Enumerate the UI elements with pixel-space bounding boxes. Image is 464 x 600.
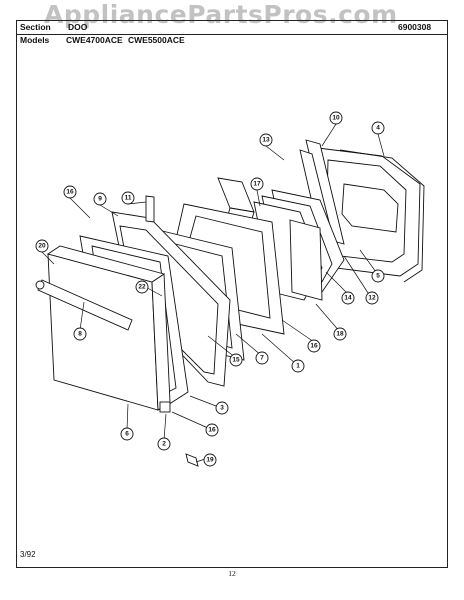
part-hinge-bracket: [145, 195, 155, 223]
svg-text:12: 12: [368, 295, 376, 302]
svg-text:16: 16: [310, 343, 318, 350]
svg-text:8: 8: [78, 331, 82, 338]
part-door-handle: [35, 279, 133, 331]
section-value: DOO: [68, 22, 88, 32]
part-door-hardware: [159, 401, 199, 467]
model-2: CWE5500ACE: [128, 35, 185, 45]
leader-lines: [41, 123, 385, 463]
svg-text:3: 3: [220, 405, 224, 412]
callout-5: 5: [371, 269, 385, 283]
svg-text:14: 14: [344, 295, 352, 302]
callout-17: 17: [250, 177, 264, 191]
svg-text:4: 4: [376, 125, 380, 132]
header-rule: [16, 34, 448, 35]
callout-18: 16: [307, 339, 321, 353]
part-wire-harness: [339, 149, 425, 283]
svg-text:18: 18: [336, 331, 344, 338]
callout-22: 22: [135, 280, 149, 294]
callout-9: 9: [93, 192, 107, 206]
svg-text:11: 11: [125, 195, 132, 202]
callout-1: 1: [291, 359, 305, 373]
callout-21: 20: [35, 239, 49, 253]
watermark: AppliancePartsPros.com: [44, 0, 398, 29]
callout-8: 8: [73, 327, 87, 341]
callout-16-bottom: 16: [205, 423, 219, 437]
part-rear-frame: [315, 147, 421, 277]
revision-date: 3/92: [20, 550, 36, 559]
callout-14: 14: [341, 291, 355, 305]
callout-3: 3: [215, 401, 229, 415]
svg-text:13: 13: [262, 137, 270, 144]
svg-text:7: 7: [260, 355, 264, 362]
models-label: Models: [20, 35, 50, 45]
callout-10: 10: [329, 111, 343, 125]
svg-text:15: 15: [232, 357, 240, 364]
callout-6: 6: [120, 427, 134, 441]
page-number: 12: [228, 569, 236, 578]
callout-15: 15: [229, 353, 243, 367]
svg-text:17: 17: [253, 181, 261, 188]
svg-text:19: 19: [206, 457, 214, 464]
callout-19: 18: [333, 327, 347, 341]
svg-text:10: 10: [332, 115, 340, 122]
page-code: 6900308: [398, 22, 432, 32]
callout-13: 13: [259, 133, 273, 147]
callout-7: 7: [255, 351, 269, 365]
part-outer-door-panel: [46, 245, 171, 411]
svg-text:2: 2: [162, 441, 166, 448]
svg-text:22: 22: [138, 284, 146, 291]
callout-4: 4: [371, 121, 385, 135]
callout-2: 2: [157, 437, 171, 451]
svg-text:16: 16: [208, 427, 216, 434]
model-1: CWE4700ACE: [66, 35, 123, 45]
callout-12: 12: [365, 291, 379, 305]
callout-11: 11: [121, 191, 135, 205]
svg-text:9: 9: [98, 196, 102, 203]
svg-text:1: 1: [296, 363, 300, 370]
section-label: Section: [20, 22, 51, 32]
parts-sheet-frame: [16, 20, 448, 568]
svg-text:6: 6: [125, 431, 129, 438]
callout-20: 19: [203, 453, 217, 467]
svg-text:20: 20: [38, 243, 46, 250]
svg-text:5: 5: [376, 273, 380, 280]
svg-text:16: 16: [66, 189, 74, 196]
callout-16-top: 16: [63, 185, 77, 199]
